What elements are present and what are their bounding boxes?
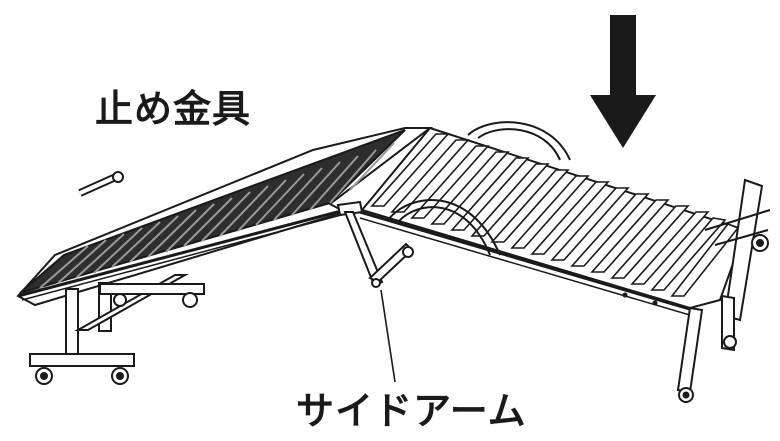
clasp-label: 止め金具 (95, 87, 252, 131)
down-arrow-icon (590, 15, 656, 148)
left-leg-frame (29, 274, 205, 385)
backrest-deck (16, 127, 433, 307)
side-arm-pointer (380, 289, 396, 383)
side-arm (336, 200, 414, 288)
front-arch (387, 198, 501, 256)
side-arm-label: サイドアーム (296, 389, 527, 433)
right-leg-frame (676, 178, 771, 403)
seat-deck (359, 126, 747, 319)
rear-arch (467, 121, 571, 161)
backrest-handle (78, 171, 124, 197)
